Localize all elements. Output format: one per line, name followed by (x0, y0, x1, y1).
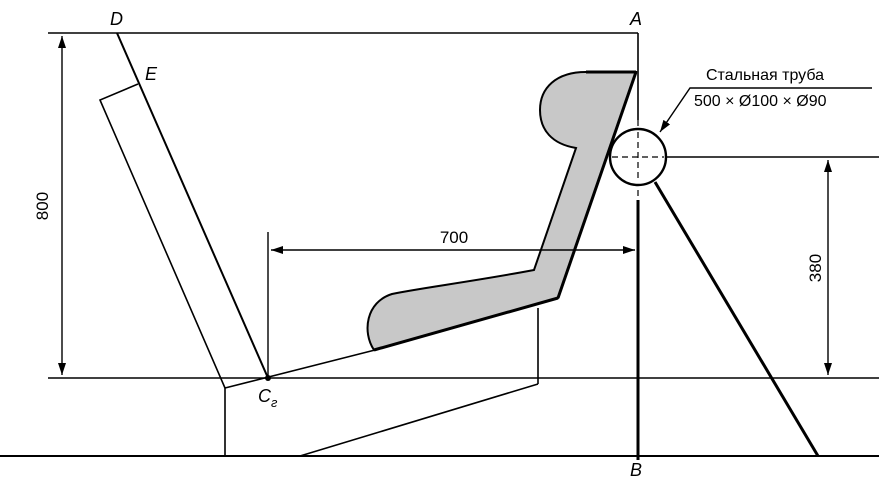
pipe-note-leader (659, 87, 872, 133)
dim-380-label: 380 (806, 254, 825, 282)
seat-fill (366, 71, 638, 352)
pipe-note-spec: 500 × Ø100 × Ø90 (694, 93, 827, 110)
seat-base-thick (373, 296, 559, 352)
point-cr-main: C (258, 386, 272, 406)
base-diagonal (299, 383, 539, 457)
point-b-label: B (630, 460, 642, 477)
cr-point (265, 375, 271, 381)
dim-800-label: 800 (33, 192, 52, 220)
dim-700-label: 700 (440, 228, 468, 247)
backrest-template (98, 83, 226, 389)
seat-back-thick (556, 71, 638, 299)
point-a-label: A (629, 9, 642, 29)
line-d-cr (116, 32, 269, 379)
point-cr-label: Cг (258, 386, 278, 410)
pipe-support-leg (653, 181, 820, 457)
point-cr-subscript: г (271, 395, 278, 410)
point-e-label: E (145, 64, 158, 84)
pipe-note-title: Стальная труба (706, 67, 824, 84)
point-d-label: D (110, 9, 123, 29)
seat-template-cushion (224, 349, 376, 389)
